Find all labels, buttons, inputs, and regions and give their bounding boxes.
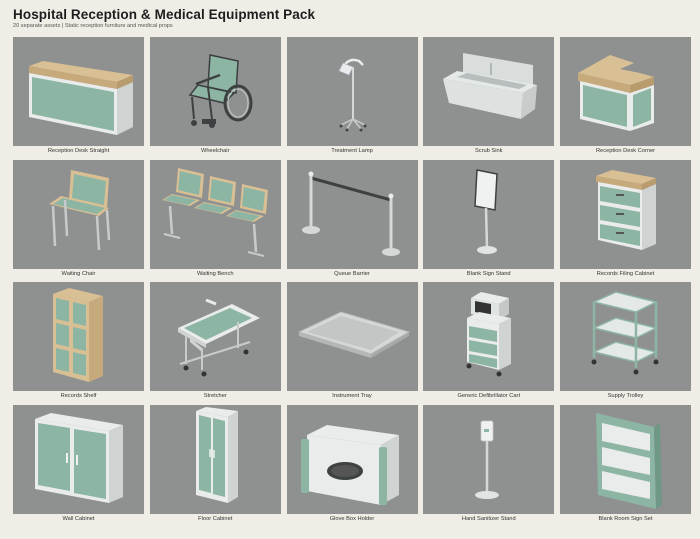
asset-label: Glove Box Holder [329, 515, 375, 522]
asset-thumbnail[interactable] [286, 282, 418, 391]
asset-card-room-sign-set[interactable]: Blank Room Sign Set [560, 404, 691, 528]
asset-label: Blank Sign Stand [466, 270, 511, 277]
asset-label: Wall Cabinet [62, 515, 95, 522]
asset-card-sign-stand[interactable]: Blank Sign Stand [423, 159, 555, 283]
asset-thumbnail[interactable] [13, 282, 144, 391]
page-title: Hospital Reception & Medical Equipment P… [13, 7, 316, 22]
asset-thumbnail[interactable] [13, 404, 144, 514]
asset-thumbnail[interactable] [13, 159, 144, 269]
reception-desk-corner-icon [578, 55, 654, 131]
reception-desk-straight-icon [29, 61, 133, 135]
asset-label: Floor Cabinet [198, 515, 233, 522]
defibrillator-cart-icon [466, 292, 512, 377]
asset-card-glove-box-holder[interactable]: Glove Box Holder [286, 404, 418, 528]
asset-thumbnail[interactable] [149, 37, 281, 146]
asset-thumbnail[interactable] [560, 37, 691, 146]
asset-label: Reception Desk Corner [595, 148, 656, 154]
asset-label: Generic Defibrillator Cart [457, 393, 521, 399]
asset-card-stretcher[interactable]: Stretcher [149, 282, 281, 405]
asset-label: Wheelchair [201, 148, 230, 154]
wall-cabinet-icon [35, 412, 123, 503]
asset-thumbnail[interactable] [423, 282, 555, 391]
asset-label: Records Filing Cabinet [596, 270, 655, 277]
asset-thumbnail[interactable] [149, 282, 281, 391]
asset-label: Waiting Bench [197, 270, 234, 277]
wheelchair-icon [188, 54, 253, 128]
hand-sanitizer-stand-icon [475, 420, 500, 499]
asset-thumbnail[interactable] [286, 404, 418, 514]
asset-card-reception-desk-straight[interactable]: Reception Desk Straight [13, 37, 144, 160]
records-shelf-icon [53, 288, 103, 382]
asset-card-waiting-bench[interactable]: Waiting Bench [149, 159, 281, 283]
asset-card-records-shelf[interactable]: Records Shelf [13, 282, 144, 405]
room-sign-set-icon [596, 412, 662, 509]
asset-card-scrub-sink[interactable]: Scrub Sink [423, 37, 555, 160]
asset-thumbnail[interactable] [560, 159, 691, 269]
waiting-bench-icon [161, 167, 268, 257]
queue-barrier-icon [301, 171, 400, 256]
asset-thumbnail[interactable] [560, 404, 691, 514]
asset-label: Supply Trolley [607, 393, 644, 399]
supply-trolley-icon [591, 291, 659, 375]
stretcher-icon [177, 298, 260, 377]
asset-card-wall-cabinet[interactable]: Wall Cabinet [13, 404, 144, 528]
asset-label: Instrument Tray [332, 393, 372, 399]
asset-card-instrument-tray[interactable]: Instrument Tray [286, 282, 418, 405]
asset-card-filing-cabinet[interactable]: Records Filing Cabinet [560, 159, 691, 283]
asset-label: Stretcher [203, 393, 227, 399]
instrument-tray-icon [297, 311, 410, 358]
asset-card-floor-cabinet[interactable]: Floor Cabinet [149, 404, 281, 528]
asset-thumbnail[interactable] [560, 282, 691, 391]
glove-box-holder-icon [300, 424, 399, 505]
asset-card-defibrillator-cart[interactable]: Generic Defibrillator Cart [423, 282, 555, 405]
scrub-sink-icon [443, 53, 538, 119]
asset-thumbnail[interactable] [286, 37, 418, 146]
waiting-chair-icon [49, 169, 111, 250]
asset-label: Records Shelf [60, 393, 97, 399]
asset-grid: Reception Desk Straight Wheelchair [13, 37, 691, 528]
asset-label: Blank Room Sign Set [598, 515, 653, 522]
asset-card-hand-sanitizer-stand[interactable]: Hand Sanitizer Stand [423, 404, 555, 528]
asset-thumbnail[interactable] [149, 159, 281, 269]
asset-label: Queue Barrier [334, 270, 370, 277]
asset-card-waiting-chair[interactable]: Waiting Chair [13, 159, 144, 283]
floor-cabinet-icon [195, 406, 238, 503]
asset-label: Scrub Sink [474, 148, 503, 154]
asset-thumbnail[interactable] [423, 37, 555, 146]
page-subtitle: 20 separate assets | Static reception fu… [13, 23, 173, 29]
asset-label: Hand Sanitizer Stand [461, 515, 516, 522]
asset-card-treatment-lamp[interactable]: Treatment Lamp [286, 37, 418, 160]
asset-card-reception-desk-corner[interactable]: Reception Desk Corner [560, 37, 691, 160]
asset-thumbnail[interactable] [423, 159, 555, 269]
asset-thumbnail[interactable] [149, 404, 281, 514]
asset-card-queue-barrier[interactable]: Queue Barrier [286, 159, 418, 283]
asset-label: Treatment Lamp [331, 148, 373, 154]
asset-thumbnail[interactable] [13, 37, 144, 146]
asset-label: Reception Desk Straight [47, 148, 110, 154]
asset-thumbnail[interactable] [286, 159, 418, 269]
asset-thumbnail[interactable] [423, 404, 555, 514]
asset-label: Waiting Chair [61, 270, 96, 277]
filing-cabinet-icon [596, 169, 656, 250]
asset-card-wheelchair[interactable]: Wheelchair [149, 37, 281, 160]
asset-card-supply-trolley[interactable]: Supply Trolley [560, 282, 691, 405]
sign-stand-icon [474, 168, 499, 254]
treatment-lamp-icon [338, 58, 366, 132]
